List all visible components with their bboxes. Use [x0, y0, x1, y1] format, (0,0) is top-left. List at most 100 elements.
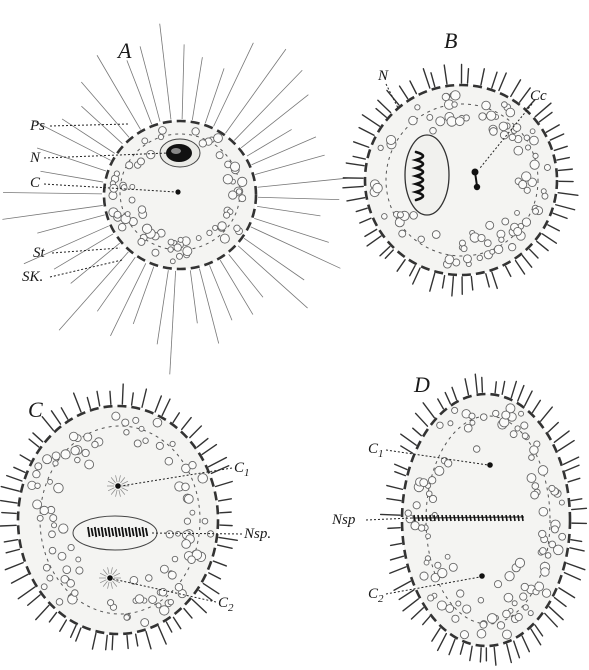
- granule: [499, 237, 504, 242]
- spine: [6, 549, 19, 552]
- pseudopodium: [157, 270, 168, 344]
- spine: [413, 268, 420, 284]
- granule: [143, 438, 148, 443]
- granule: [505, 572, 514, 581]
- chromosome-mark: [482, 515, 483, 521]
- granule: [553, 545, 563, 555]
- pseudopodium: [234, 70, 302, 140]
- panel-a-label-n: N: [29, 150, 41, 166]
- spine: [192, 599, 206, 612]
- spine: [413, 428, 422, 435]
- pseudopodium: [182, 44, 184, 119]
- spine: [127, 636, 128, 649]
- chromosome-mark: [430, 515, 431, 521]
- spine: [378, 100, 391, 112]
- spine: [423, 403, 434, 418]
- panel-b-leader-n: [386, 84, 398, 108]
- spine: [494, 647, 496, 665]
- granule: [510, 431, 517, 438]
- spine: [376, 109, 386, 118]
- granule: [182, 483, 190, 491]
- granule: [500, 131, 508, 139]
- granule: [174, 244, 181, 251]
- granule: [545, 553, 551, 559]
- spine: [219, 537, 237, 540]
- pseudopodium: [238, 246, 308, 308]
- granule: [452, 102, 457, 107]
- spine: [42, 417, 53, 431]
- spine: [571, 540, 582, 542]
- granule: [188, 556, 196, 564]
- granule: [92, 441, 98, 447]
- granule: [67, 580, 75, 588]
- granule: [229, 191, 237, 199]
- granule: [427, 114, 433, 120]
- spine: [400, 86, 408, 99]
- spine: [391, 556, 404, 560]
- granule: [525, 145, 530, 150]
- panel-a-title: A: [116, 38, 132, 63]
- spine: [18, 587, 34, 599]
- spine: [410, 81, 416, 94]
- granule: [512, 601, 517, 606]
- spine: [403, 599, 418, 611]
- granule: [141, 619, 149, 627]
- spine: [520, 88, 531, 102]
- granule: [160, 606, 169, 615]
- spine: [2, 513, 16, 514]
- granule: [220, 234, 229, 243]
- pseudopodium: [81, 82, 129, 137]
- pseudopodium: [37, 215, 104, 233]
- granule: [515, 613, 522, 620]
- granule: [470, 420, 475, 425]
- spine: [146, 632, 151, 649]
- spine: [87, 398, 90, 409]
- granule: [168, 599, 173, 604]
- granule: [184, 518, 190, 524]
- panel-b: B N Cc: [343, 28, 578, 296]
- granule: [544, 164, 550, 170]
- panel-a-label-c: C: [30, 175, 41, 191]
- granule: [118, 223, 126, 231]
- granule: [397, 212, 403, 218]
- granule: [152, 249, 159, 256]
- spine: [514, 641, 520, 658]
- granule: [539, 507, 548, 516]
- granule: [37, 515, 43, 521]
- granule: [514, 227, 522, 235]
- spine: [159, 626, 167, 644]
- granule: [438, 568, 447, 577]
- panel-a-leader-ps: [50, 124, 128, 126]
- granule: [108, 600, 114, 606]
- granule: [519, 180, 527, 188]
- granule: [524, 135, 529, 140]
- granule: [135, 595, 144, 604]
- spine: [410, 266, 415, 276]
- spine: [387, 499, 401, 501]
- granule: [142, 224, 151, 233]
- chromosome-mark: [466, 515, 467, 521]
- chromosome-mark: [442, 515, 443, 521]
- spine: [136, 634, 138, 646]
- spine: [362, 115, 379, 126]
- chromosome-mark: [454, 515, 455, 521]
- spine: [365, 229, 377, 236]
- spine: [535, 625, 542, 636]
- granule: [530, 129, 535, 134]
- pseudopodium: [229, 254, 263, 297]
- granule: [519, 411, 524, 416]
- spine: [460, 643, 463, 654]
- panel-c-label-nsp: Nsp.: [243, 526, 271, 542]
- granule: [213, 225, 218, 230]
- spine: [184, 608, 192, 618]
- granule: [236, 189, 242, 195]
- spine: [516, 261, 525, 274]
- spine: [471, 276, 472, 289]
- pseudopodium: [34, 121, 111, 160]
- granule: [133, 417, 139, 423]
- chromosome-mark: [490, 515, 491, 521]
- granule: [538, 466, 548, 476]
- spine: [132, 393, 134, 405]
- spine: [444, 65, 447, 84]
- granule: [473, 446, 480, 453]
